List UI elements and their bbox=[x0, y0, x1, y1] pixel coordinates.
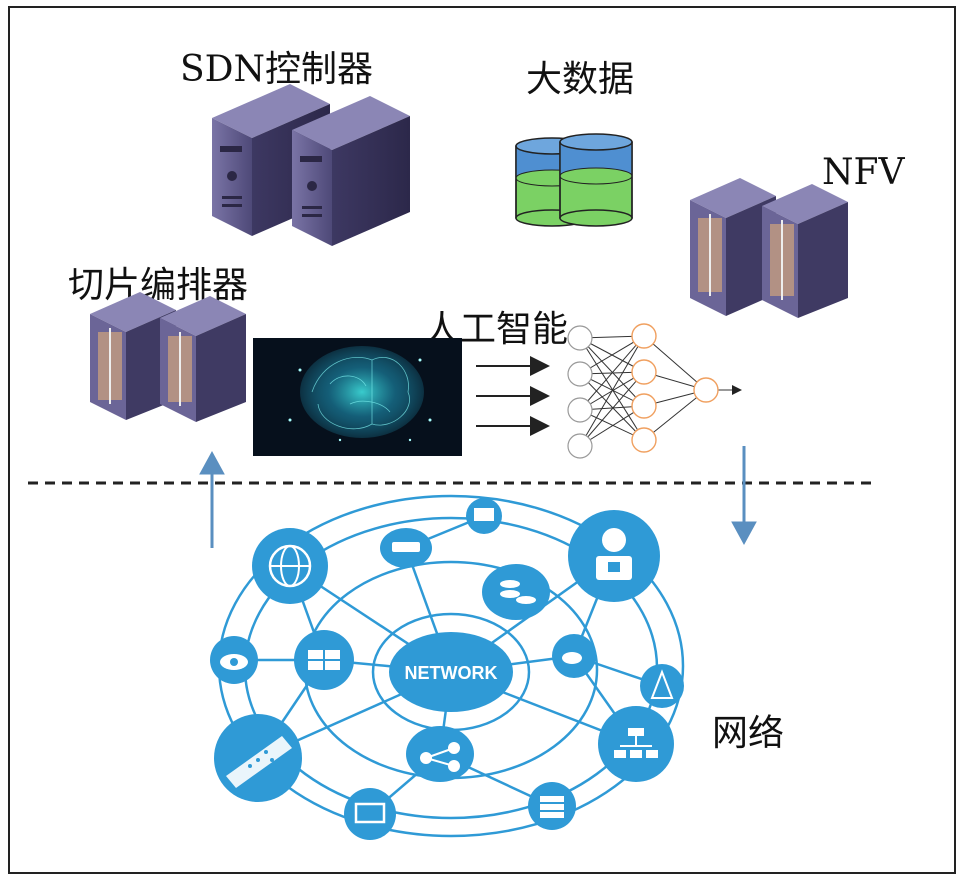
sdn-server-icon bbox=[292, 96, 410, 246]
database-stack-node-icon bbox=[482, 564, 550, 620]
cloud-gear-node-icon bbox=[210, 636, 258, 684]
lock-user-node-icon bbox=[568, 510, 660, 602]
firewall-node-icon bbox=[294, 630, 354, 690]
globe-node-icon bbox=[252, 528, 328, 604]
network-hub-text: NETWORK bbox=[405, 663, 498, 683]
network-label: 网络 bbox=[712, 713, 785, 754]
laptop-node-icon bbox=[214, 714, 302, 802]
database-icon bbox=[559, 133, 633, 227]
network-graphic: NETWORK bbox=[210, 494, 685, 840]
input-arrows bbox=[476, 356, 550, 436]
sdn-controller-label: SDN控制器 bbox=[180, 49, 374, 90]
nfv-label: NFV bbox=[822, 152, 905, 193]
server-rack-node-icon bbox=[528, 782, 576, 830]
up-arrow bbox=[199, 450, 225, 548]
satellite-node-icon bbox=[552, 634, 596, 678]
slice-orchestrator-label: 切片编排器 bbox=[68, 265, 249, 306]
tower-node-icon bbox=[640, 664, 684, 708]
down-arrow bbox=[731, 446, 757, 546]
screen-node-icon bbox=[344, 788, 396, 840]
big-data-label: 大数据 bbox=[526, 59, 635, 100]
neural-network-diagram bbox=[567, 323, 742, 459]
orchestrator-server-icon bbox=[160, 296, 246, 422]
ai-brain-image bbox=[253, 338, 462, 456]
router-node-icon bbox=[380, 528, 432, 568]
hierarchy-node-icon bbox=[598, 706, 674, 782]
nfv-server-icon bbox=[762, 184, 848, 318]
monitor-node-icon bbox=[466, 498, 502, 534]
share-node-icon bbox=[406, 726, 474, 782]
diagram-frame bbox=[8, 6, 956, 874]
